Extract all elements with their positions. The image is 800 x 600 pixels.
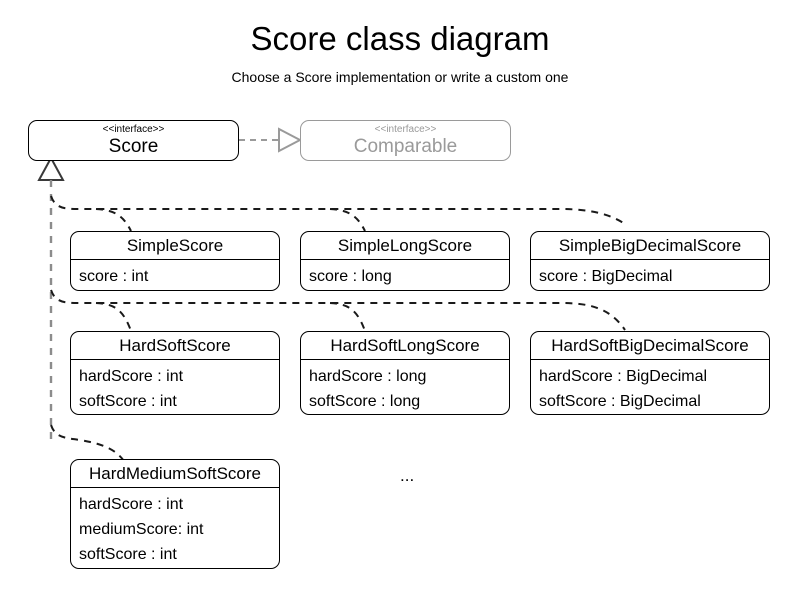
class-name-label: SimpleLongScore [301,232,509,260]
attribute-row: score : BigDecimal [539,268,673,285]
attribute-row: softScore : int [79,546,177,563]
class-name-label: SimpleBigDecimalScore [531,232,769,260]
class-node-simple-big-decimal-score[interactable]: SimpleBigDecimalScore score : BigDecimal [530,231,770,291]
class-node-hard-soft-big-decimal-score[interactable]: HardSoftBigDecimalScore hardScore : BigD… [530,331,770,415]
attribute-compartment: score : long [301,260,509,290]
interface-name-label: Comparable [353,136,458,157]
attribute-row: score : int [79,268,149,285]
class-name-label: HardSoftBigDecimalScore [531,332,769,360]
class-node-hard-soft-long-score[interactable]: HardSoftLongScore hardScore : long softS… [300,331,510,415]
attribute-row: softScore : long [309,393,421,410]
stereotype-label: <<interface>> [374,124,437,135]
attribute-row: mediumScore: int [79,521,204,538]
attribute-row: softScore : int [79,393,177,410]
class-name-label: HardSoftLongScore [301,332,509,360]
class-node-simple-score[interactable]: SimpleScore score : int [70,231,280,291]
class-name-label: HardSoftScore [71,332,279,360]
attribute-row: hardScore : BigDecimal [539,368,708,385]
more-classes-indicator: ... [400,466,415,485]
stereotype-label: <<interface>> [102,124,165,135]
attribute-row: softScore : BigDecimal [539,393,701,410]
branch-row-3 [50,424,125,462]
attribute-compartment: hardScore : int mediumScore: int softSco… [71,488,279,568]
realization-score-to-comparable [239,127,303,153]
attribute-compartment: hardScore : long softScore : long [301,360,509,414]
class-name-label: HardMediumSoftScore [71,460,279,488]
page-title: Score class diagram [250,20,550,57]
attribute-compartment: score : int [71,260,279,290]
attribute-row: score : long [309,268,392,285]
interface-name-label: Score [108,136,159,157]
page-subtitle: Choose a Score implementation or write a… [231,69,569,85]
branch-row-2 [50,289,626,332]
attribute-row: hardScore : int [79,368,184,385]
interface-node-score[interactable]: <<interface>> Score [28,120,239,161]
class-node-hard-soft-score[interactable]: HardSoftScore hardScore : int softScore … [70,331,280,415]
interface-node-comparable[interactable]: <<interface>> Comparable [300,120,511,161]
attribute-compartment: hardScore : int softScore : int [71,360,279,414]
attribute-compartment: score : BigDecimal [531,260,769,290]
attribute-row: hardScore : long [309,368,427,385]
class-node-hard-medium-soft-score[interactable]: HardMediumSoftScore hardScore : int medi… [70,459,280,569]
class-node-simple-long-score[interactable]: SimpleLongScore score : long [300,231,510,291]
class-name-label: SimpleScore [71,232,279,260]
realization-triangle-score [37,155,65,181]
attribute-row: hardScore : int [79,496,184,513]
attribute-compartment: hardScore : BigDecimal softScore : BigDe… [531,360,769,414]
branch-row-1 [50,195,626,232]
